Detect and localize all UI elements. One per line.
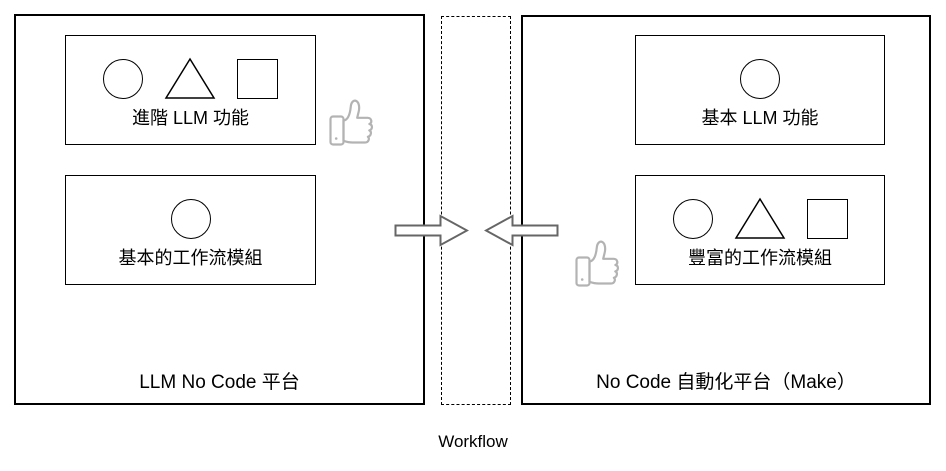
circle-shape [170, 198, 211, 239]
feature-box-basic-llm-label: 基本 LLM 功能 [701, 108, 819, 128]
feature-box-advanced-llm-label: 進階 LLM 功能 [131, 108, 250, 128]
shape-row [672, 197, 848, 240]
shape-row [170, 197, 211, 240]
thumbs-up-icon [574, 239, 621, 288]
feature-box-rich-workflow-label: 豐富的工作流模組 [688, 248, 832, 268]
panel-llm-no-code-label: LLM No Code 平台 [139, 372, 300, 393]
feature-box-basic-llm: 基本 LLM 功能 [635, 35, 885, 145]
block-arrow-right-icon [394, 214, 470, 247]
triangle-shape [734, 197, 786, 240]
workflow-bridge-dashed-box [441, 16, 511, 405]
circle-shape [740, 58, 780, 99]
panel-no-code-automation-label: No Code 自動化平台（Make） [596, 372, 856, 393]
shape-row [740, 57, 780, 100]
feature-box-advanced-llm: 進階 LLM 功能 [65, 35, 316, 145]
square-shape [806, 198, 848, 239]
feature-box-basic-workflow: 基本的工作流模組 [65, 175, 316, 285]
block-arrow-left-icon [483, 214, 559, 247]
circle-shape [103, 58, 143, 99]
triangle-shape [164, 57, 216, 100]
circle-shape [672, 198, 713, 239]
feature-box-rich-workflow: 豐富的工作流模組 [635, 175, 885, 285]
diagram-caption: Workflow [438, 432, 508, 451]
thumbs-up-icon [328, 98, 375, 147]
shape-row [103, 57, 278, 100]
square-shape [237, 58, 278, 99]
feature-box-basic-workflow-label: 基本的工作流模組 [118, 248, 263, 268]
